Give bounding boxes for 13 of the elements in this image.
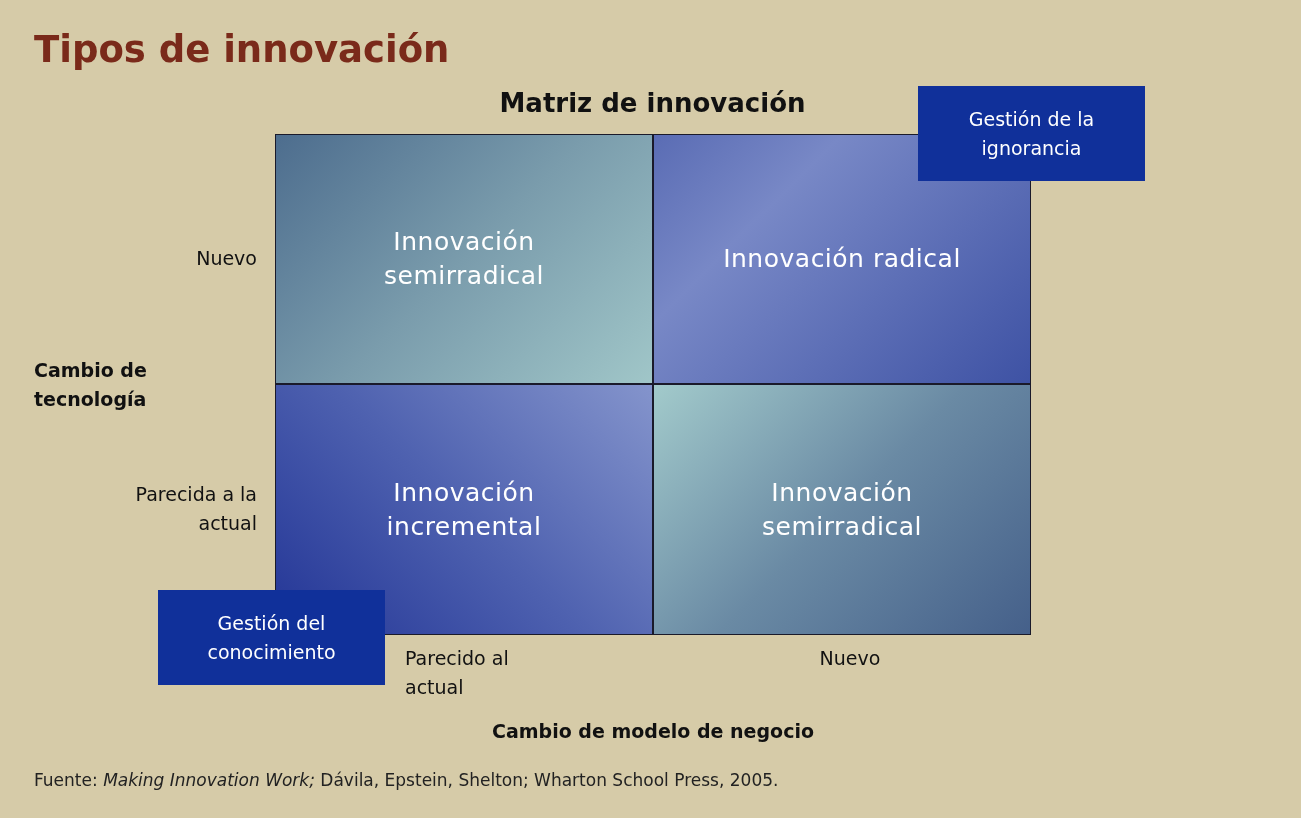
axis-title: Cambio de modelo de negocio [491,719,815,744]
title: Tipos de innovación [34,28,450,71]
label-box: Gestión de la ignorancia [918,86,1145,181]
axis-value: Parecido al actual [405,646,510,700]
matrix-title: Matriz de innovación [498,87,807,120]
matrix-cell: Innovación semirradical [653,384,1031,635]
axis-value: Parecida a la actual [134,482,257,536]
matrix-cell: Innovación semirradical [275,134,653,384]
label-box: Gestión del conocimiento [158,590,385,685]
axis-title: Cambio de tecnología [34,358,148,412]
axis-value: Nuevo [818,646,882,671]
axis-value: Nuevo [195,246,257,271]
source-note: Fuente: Making Innovation Work; Dávila, Epstein, Shelton; Wharton School Press, 2005. [34,770,779,790]
